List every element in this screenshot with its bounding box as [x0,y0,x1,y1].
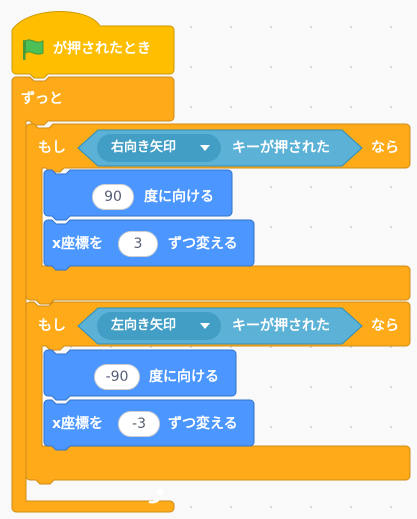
point-in-direction-label-1: 度に向ける [144,189,214,205]
then-label-2: なら [371,318,399,334]
dropdown-arrow-icon[interactable] [199,143,211,153]
change-x-input-2[interactable]: -3 [118,411,160,437]
change-x-suffix-2: ずつ変える [168,416,238,432]
forever-block[interactable] [11,76,175,513]
point-in-direction-block-2[interactable] [43,349,237,401]
change-x-input-1[interactable]: 3 [118,231,158,257]
direction-input-2[interactable]: -90 [94,364,140,390]
if-label-2: もし [38,318,66,334]
key-dropdown-value-1[interactable]: 右向き矢印 [111,140,177,155]
direction-input-1[interactable]: 90 [92,184,134,210]
then-label-1: なら [371,140,399,156]
change-x-label-1: x座標を [52,236,104,252]
if-label-1: もし [38,140,66,156]
when-flag-clicked-label: が押されたとき [53,41,151,57]
forever-label: ずっと [21,91,63,107]
dropdown-arrow-icon[interactable] [199,321,211,331]
key-pressed-label-1: キーが押された [232,140,330,156]
key-dropdown-value-2[interactable]: 左向き矢印 [111,318,177,333]
point-in-direction-label-2: 度に向ける [149,369,219,385]
key-pressed-label-2: キーが押された [232,318,330,334]
loop-arrow-icon [148,487,165,504]
change-x-suffix-1: ずつ変える [168,236,238,252]
key-dropdown-1[interactable] [97,134,221,162]
change-x-label-2: x座標を [52,416,104,432]
when-flag-clicked-block[interactable] [11,10,175,79]
point-in-direction-block-1[interactable] [43,169,233,221]
green-flag-icon [23,39,44,60]
key-dropdown-2[interactable] [97,312,221,340]
